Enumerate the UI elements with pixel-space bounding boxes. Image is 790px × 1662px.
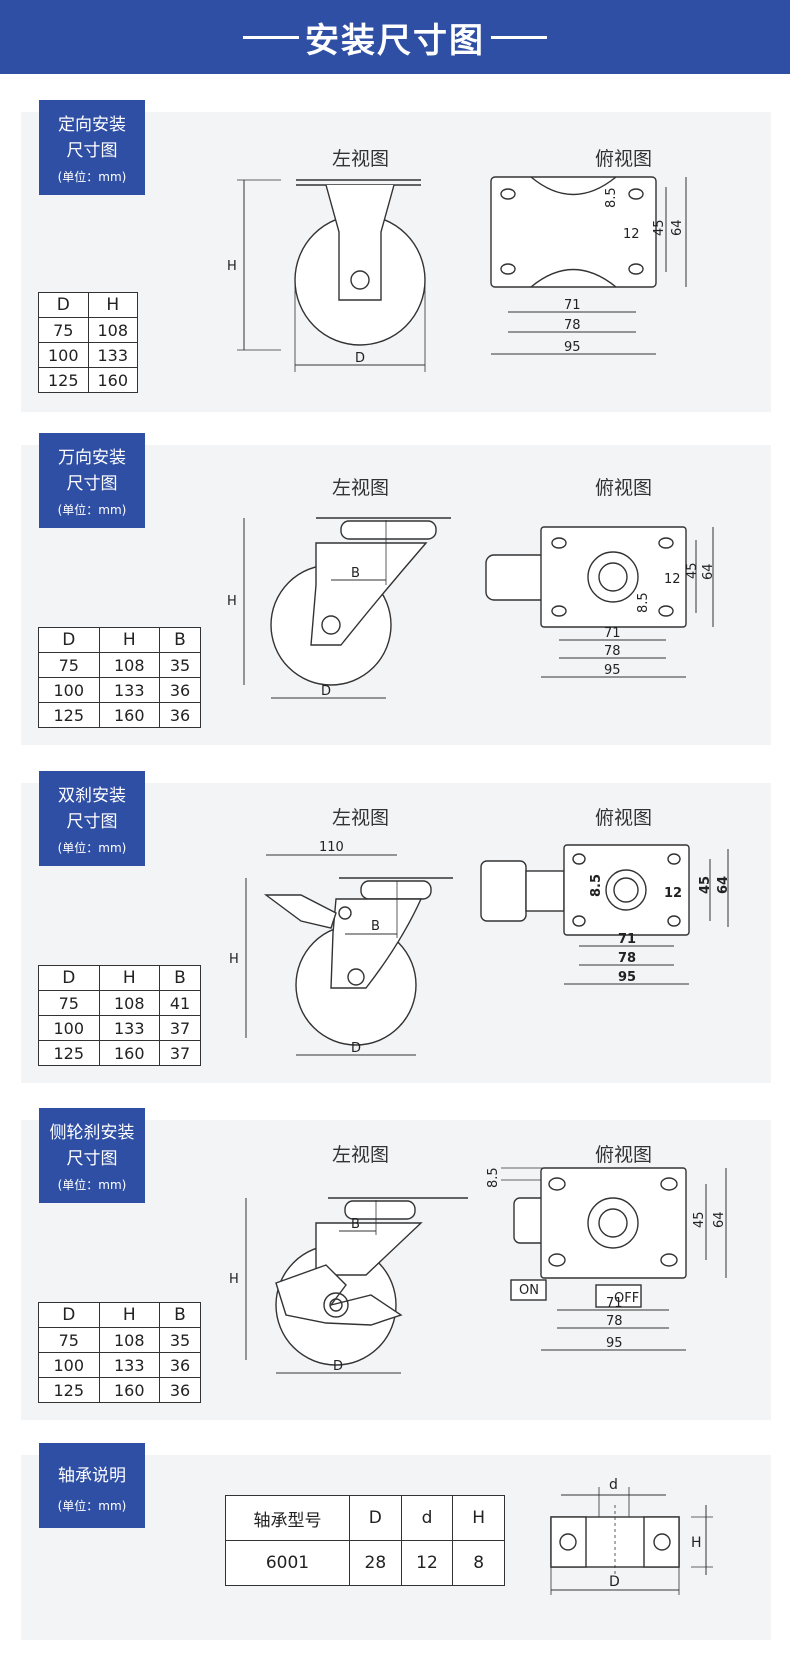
svg-text:B: B <box>351 1217 360 1232</box>
left-view-title: 左视图 <box>332 477 390 499</box>
title-dash-right <box>491 35 547 39</box>
double-brake-side-view-drawing: 110 H B D <box>229 840 453 1056</box>
side-brake-side-view-drawing: H B D <box>229 1197 468 1374</box>
fixed-side-view-drawing: H D <box>227 179 426 372</box>
top-view-title: 俯视图 <box>595 1144 653 1166</box>
svg-text:78: 78 <box>604 644 621 659</box>
left-view-title: 左视图 <box>332 807 390 829</box>
section-bearing: 轴承说明 (单位：mm) 轴承型号 D d H 6001 28 12 8 d H <box>21 1443 771 1640</box>
svg-text:45: 45 <box>692 1211 707 1228</box>
section-label: 定向安装 尺寸图 (单位：mm) <box>39 100 145 195</box>
svg-text:H: H <box>227 259 237 274</box>
left-view-title: 左视图 <box>332 1144 390 1166</box>
svg-text:8.5: 8.5 <box>604 187 619 208</box>
title-dash-left <box>243 35 299 39</box>
svg-text:95: 95 <box>606 1336 623 1351</box>
svg-text:64: 64 <box>712 1211 727 1228</box>
svg-text:71: 71 <box>564 298 581 313</box>
svg-text:8.5: 8.5 <box>486 1167 501 1188</box>
svg-text:OFF: OFF <box>614 1291 639 1306</box>
fixed-top-view-drawing: 64 45 8.5 12 71 78 95 <box>490 176 687 355</box>
svg-text:71: 71 <box>618 932 636 947</box>
svg-text:45: 45 <box>698 876 713 894</box>
svg-text:95: 95 <box>618 970 636 985</box>
svg-text:78: 78 <box>618 951 636 966</box>
svg-text:45: 45 <box>685 562 700 579</box>
svg-text:12: 12 <box>664 886 682 901</box>
svg-text:B: B <box>371 919 380 934</box>
page-header: 安装尺寸图 <box>0 0 790 74</box>
svg-text:64: 64 <box>670 219 685 236</box>
svg-text:8.5: 8.5 <box>589 874 604 897</box>
svg-text:D: D <box>321 684 331 699</box>
swivel-top-view-drawing: 64 45 12 8.5 71 78 95 <box>485 526 716 678</box>
svg-text:ON: ON <box>519 1283 539 1298</box>
bearing-section-drawing: d H D <box>550 1477 713 1595</box>
svg-text:B: B <box>351 566 360 581</box>
svg-text:95: 95 <box>564 340 581 355</box>
svg-text:H: H <box>229 952 239 967</box>
svg-text:64: 64 <box>701 563 716 580</box>
svg-text:12: 12 <box>664 572 681 587</box>
svg-text:95: 95 <box>604 663 621 678</box>
swivel-side-view-drawing: H B D <box>227 517 451 699</box>
top-view-title: 俯视图 <box>595 477 653 499</box>
svg-text:78: 78 <box>564 318 581 333</box>
svg-text:110: 110 <box>319 840 344 855</box>
section-label: 侧轮刹安装 尺寸图 (单位：mm) <box>39 1108 145 1203</box>
svg-text:8.5: 8.5 <box>636 592 651 613</box>
section-label: 轴承说明 (单位：mm) <box>39 1443 145 1528</box>
svg-text:H: H <box>227 594 237 609</box>
top-view-title: 俯视图 <box>595 807 653 829</box>
side-brake-top-view-drawing: 8.5 64 45 ON OFF 71 78 95 <box>486 1167 727 1351</box>
svg-text:64: 64 <box>716 876 731 894</box>
svg-text:D: D <box>333 1359 343 1374</box>
section-label: 万向安装 尺寸图 (单位：mm) <box>39 433 145 528</box>
svg-text:12: 12 <box>623 227 640 242</box>
section-label: 双刹安装 尺寸图 (单位：mm) <box>39 771 145 866</box>
page-title: 安装尺寸图 <box>305 20 485 61</box>
svg-text:d: d <box>609 1477 618 1493</box>
double-brake-top-view-drawing: 64 45 12 8.5 71 78 95 <box>480 844 731 985</box>
left-view-title: 左视图 <box>332 148 390 170</box>
svg-text:78: 78 <box>606 1314 623 1329</box>
bearing-table: 轴承型号 D d H 6001 28 12 8 <box>225 1495 505 1586</box>
top-view-title: 俯视图 <box>595 148 653 170</box>
svg-text:71: 71 <box>604 626 621 641</box>
svg-text:H: H <box>691 1535 702 1551</box>
svg-text:45: 45 <box>652 219 667 236</box>
svg-text:D: D <box>609 1574 620 1590</box>
svg-text:D: D <box>355 351 365 366</box>
svg-text:71: 71 <box>606 1296 623 1311</box>
svg-text:D: D <box>351 1041 361 1056</box>
svg-text:H: H <box>229 1272 239 1287</box>
